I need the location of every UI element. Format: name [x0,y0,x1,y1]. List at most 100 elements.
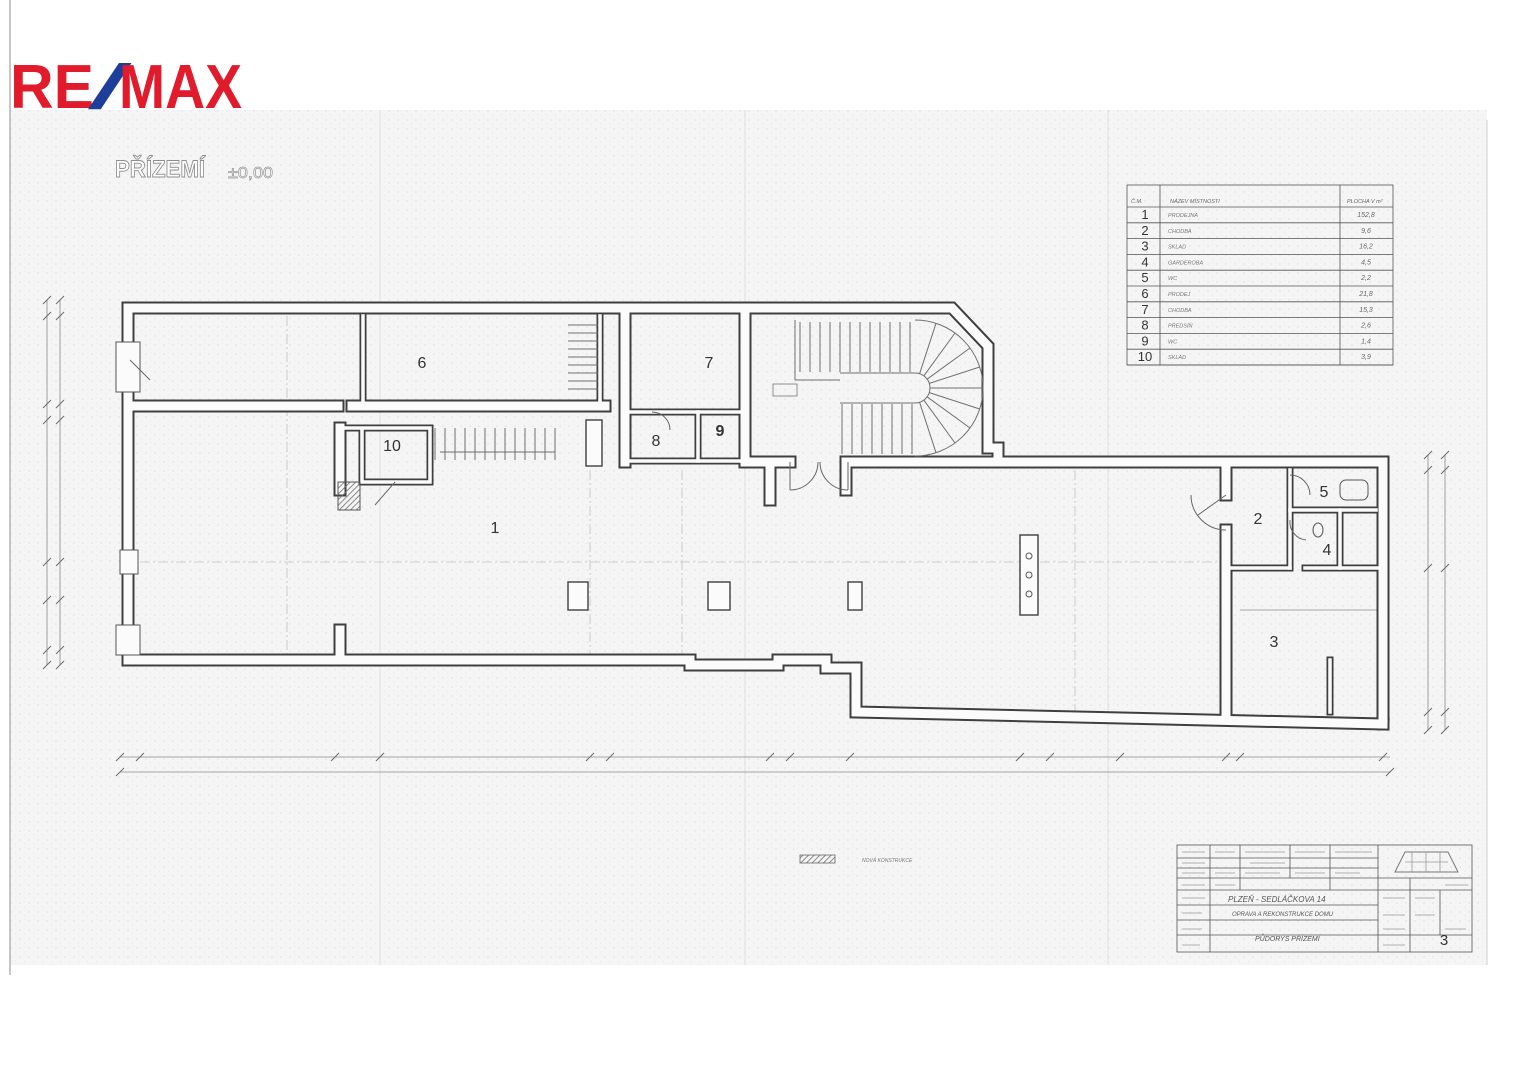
window-swing [129,359,151,381]
room-label-5: 5 [1320,484,1329,501]
staircase [434,319,984,460]
dimension-tick [1423,707,1433,717]
schedule-row-name: CHODBA [1168,308,1192,314]
logo-max: MAX [119,53,242,122]
schedule-row-number: 1 [1141,207,1148,222]
schedule-row-area: 9,6 [1361,228,1371,235]
door-room-10 [374,481,396,506]
bathtub-symbol [1339,479,1369,501]
key-swatch [799,854,836,864]
stamp-outline [1394,851,1459,873]
schedule-row-number: 5 [1141,270,1148,285]
schedule-row-name: SKLAD [1168,355,1186,361]
dimension-tick [330,752,340,762]
schedule-row-name: WC [1168,276,1177,282]
dimension-tick [1440,563,1450,573]
dimension-line-left [46,300,61,665]
stair-upper-flight [799,322,911,372]
pillar-column [1019,534,1039,616]
title-block-grid [1177,845,1472,952]
new-construction-block [337,481,361,511]
stair-main-hall [434,428,556,460]
dimension-tick [42,595,52,605]
plan-level: ±0,00 [228,165,273,182]
dimension-tick [1221,752,1231,762]
schedule-column-lines [1159,185,1341,365]
schedule-row-number: 7 [1141,302,1148,317]
schedule-row-area: 2,6 [1360,323,1371,330]
dimension-tick [1385,767,1395,777]
doors [129,359,1311,541]
dimension-tick [42,311,52,321]
dimension-tick [42,660,52,670]
dimension-tick [1440,450,1450,460]
dimension-tick [1440,465,1450,475]
column-detail [1025,552,1033,560]
dimension-tick [55,295,65,305]
title-block-site: PLZEŇ - SEDLÁČKOVA 14 [1228,895,1326,904]
schedule-header-number: Č.M. [1131,198,1143,205]
window [115,341,141,393]
window [119,549,139,575]
dimension-tick [845,752,855,762]
dimension-tick [1378,752,1388,762]
schedule-row-name: CHODBA [1168,229,1192,235]
stair-well [840,372,931,404]
entrance-door-leaf-right [819,461,849,491]
room-label-9: 9 [716,423,725,440]
schedule-row-area: 21,8 [1358,291,1373,298]
dimension-tick [1423,725,1433,735]
schedule-row-area: 1,4 [1361,338,1371,345]
door-room-8 [651,411,671,431]
windows [115,341,141,656]
dimension-tick [115,752,125,762]
schedule-row-area: 4,5 [1361,259,1371,266]
schedule-row-area: 152,8 [1357,212,1375,219]
schedule-row-number: 6 [1141,286,1148,301]
logo-re: RE [10,53,94,122]
pillar [585,419,603,467]
schedule-row-number: 8 [1141,318,1148,333]
pillar [707,581,731,611]
schedule-row-area: 2,2 [1360,275,1371,282]
dimension-tick [375,752,385,762]
title-block-project: OPRAVA A REKONSTRUKCE DOMU [1232,912,1334,918]
schedule-row-name: GARDEROBA [1168,260,1203,266]
dimension-tick [55,399,65,409]
pillar [847,581,863,611]
dimension-tick [1423,450,1433,460]
dimension-tick [55,557,65,567]
dimension-tick [1045,752,1055,762]
dimension-tick [55,645,65,655]
door-room-2 [1190,494,1227,531]
dimension-tick [785,752,795,762]
door-room-5 [1289,474,1311,496]
dimension-tick [765,752,775,762]
room-label-4: 4 [1323,542,1332,559]
schedule-row-name: PRODEJNA [1168,213,1198,219]
door-room-4 [1289,519,1307,541]
room-label-10: 10 [383,438,401,455]
dimension-tick [42,399,52,409]
room-label-2: 2 [1254,511,1263,528]
pillars [337,419,1369,616]
room-label-8: 8 [652,433,661,450]
dimension-tick [585,752,595,762]
illegible-notes [1182,851,1468,946]
room-label-7: 7 [705,355,714,372]
dimension-tick [1015,752,1025,762]
room-label-3: 3 [1270,634,1279,651]
dimension-tick [605,752,615,762]
construction-key: NOVÁ KONSTRUKCE [799,854,913,864]
pillar [567,581,589,611]
fold-lines [379,110,1109,965]
title-block-border [1176,844,1473,953]
dimension-tick [1423,465,1433,475]
title-block-stamp [1394,851,1459,873]
stair-lower-flight [841,404,913,454]
dimension-tick [1440,725,1450,735]
stair-level-tag [772,383,798,397]
room-label-6: 6 [418,355,427,372]
